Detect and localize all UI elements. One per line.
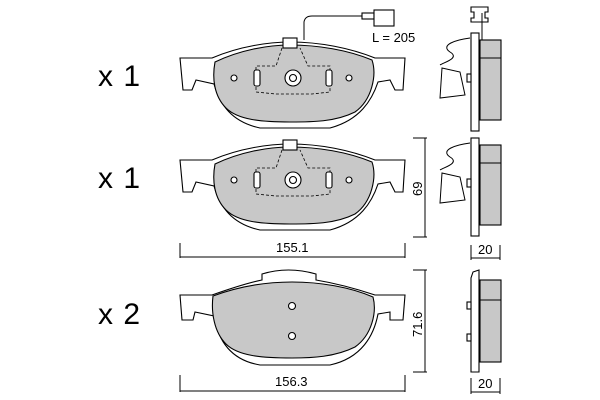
dimension-height-top: 69 xyxy=(410,137,427,238)
sensor-crimp xyxy=(361,12,375,20)
dimension-width-top: 155.1 xyxy=(179,240,406,258)
svg-text:156.3: 156.3 xyxy=(275,374,308,389)
svg-text:20: 20 xyxy=(478,376,492,391)
svg-text:20: 20 xyxy=(478,242,492,257)
svg-text:155.1: 155.1 xyxy=(276,240,309,255)
dimension-height-bottom: 71.6 xyxy=(410,269,427,373)
brake-pad-front-view-2 xyxy=(179,139,406,231)
dimension-width-bottom: 156.3 xyxy=(179,374,406,392)
wire-length-label: L = 205 xyxy=(372,30,415,45)
brake-pad-side-view-3 xyxy=(466,269,502,373)
quantity-label-2: x 1 xyxy=(98,162,142,195)
brake-pad-side-view-2 xyxy=(439,137,502,237)
quantity-label-1: x 1 xyxy=(98,60,142,93)
svg-text:69: 69 xyxy=(410,182,425,196)
sensor-connector xyxy=(373,9,395,27)
brake-pad-side-view-1 xyxy=(439,6,502,132)
dimension-thickness-top: 20 xyxy=(470,242,501,260)
brake-pad-front-view-1 xyxy=(179,37,406,129)
svg-text:71.6: 71.6 xyxy=(410,312,425,337)
wear-sensor-wire xyxy=(303,15,362,40)
brake-pad-front-view-3 xyxy=(179,269,406,366)
dimension-thickness-bottom: 20 xyxy=(470,376,501,394)
quantity-label-3: x 2 xyxy=(98,298,142,331)
